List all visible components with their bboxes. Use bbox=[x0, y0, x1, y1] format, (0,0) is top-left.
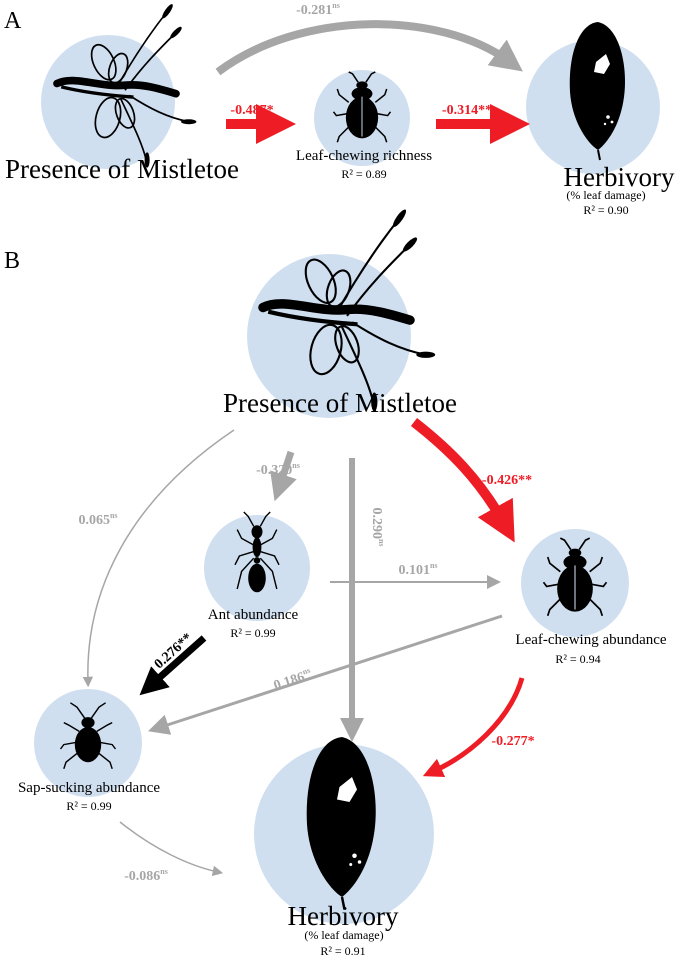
panel-b-sap-r2: R² = 0.99 bbox=[66, 799, 111, 813]
coef-b-m-herb-sig: ns bbox=[377, 539, 386, 547]
coef-b-m-leaf: -0.426** bbox=[482, 473, 532, 488]
coef-b-leaf-herb: -0.277* bbox=[491, 734, 534, 749]
panel-a-herbivory-label: Herbivory bbox=[564, 162, 675, 192]
coef-a-top-sig: ns bbox=[332, 1, 340, 10]
panel-b-sap-label: Sap-sucking abundance bbox=[18, 780, 160, 796]
coef-b-ant-leaf: 0.101ns bbox=[398, 561, 437, 578]
coef-b-m-sap-sig: ns bbox=[110, 511, 118, 520]
panel-b-herbivory-sub: (% leaf damage) bbox=[304, 928, 383, 942]
coef-b-m-ant-sig: ns bbox=[292, 461, 300, 470]
panel-a-leafchew-label: Leaf-chewing richness bbox=[296, 148, 432, 164]
arrow-b-leafchew-herbivory bbox=[422, 677, 525, 778]
arrow-b-mistletoe-sap bbox=[82, 429, 235, 688]
coef-a-top: -0.281ns bbox=[296, 1, 340, 18]
coef-b-m-ant-value: -0.320 bbox=[256, 463, 292, 478]
coef-b-leaf-sap-value: 0.186 bbox=[272, 670, 307, 694]
panel-b-herbivory-label: Herbivory bbox=[288, 901, 399, 931]
coef-b-ant-leaf-sig: ns bbox=[430, 561, 438, 570]
coef-b-m-sap-value: 0.065 bbox=[78, 513, 110, 528]
coef-a-mid2: -0.314** bbox=[442, 103, 492, 118]
panel-b-mistletoe-node bbox=[247, 254, 411, 418]
arrow-b-ant-sap bbox=[139, 635, 207, 696]
panel-b-label: B bbox=[4, 248, 20, 274]
arrow-a-mistletoe-herbivory bbox=[215, 20, 523, 76]
panel-b-ant-r2: R² = 0.99 bbox=[230, 626, 275, 640]
panel-b-ant-label: Ant abundance bbox=[208, 607, 299, 623]
arrow-b-leafchew-sap bbox=[148, 614, 503, 735]
panel-b-herbivory-r2: R² = 0.91 bbox=[320, 944, 365, 958]
panel-a-herbivory-sub: (% leaf damage) bbox=[566, 188, 645, 202]
coef-b-ant-leaf-value: 0.101 bbox=[398, 563, 430, 578]
panel-a-label: A bbox=[4, 8, 22, 34]
panel-b-leafchew-label: Leaf-chewing abundance bbox=[515, 632, 667, 648]
panel-a-mistletoe-label: Presence of Mistletoe bbox=[5, 154, 239, 184]
coef-a-mid1: -0.487* bbox=[230, 103, 273, 118]
coef-b-m-ant: -0.320ns bbox=[256, 461, 300, 478]
coef-b-m-sap: 0.065ns bbox=[78, 511, 117, 528]
arrow-b-mistletoe-leafchew bbox=[410, 418, 515, 543]
coef-a-top-value: -0.281 bbox=[296, 3, 332, 18]
panel-a-herbivory-r2: R² = 0.90 bbox=[583, 203, 628, 217]
arrow-b-sap-herbivory bbox=[119, 821, 224, 877]
coef-b-m-herb: 0.290ns bbox=[369, 507, 386, 546]
panel-b-leafchew-r2: R² = 0.94 bbox=[555, 652, 600, 666]
coef-b-sap-herb: -0.086ns bbox=[124, 867, 168, 884]
coef-b-sap-herb-value: -0.086 bbox=[124, 869, 160, 884]
coef-b-m-herb-value: 0.290 bbox=[369, 507, 384, 539]
panel-a-leafchew-r2: R² = 0.89 bbox=[341, 167, 386, 181]
coef-b-sap-herb-sig: ns bbox=[160, 867, 168, 876]
coef-b-leaf-sap-sig: ns bbox=[301, 666, 311, 677]
panel-b-mistletoe-label: Presence of Mistletoe bbox=[223, 388, 457, 418]
arrow-b-mistletoe-ant bbox=[270, 450, 297, 502]
